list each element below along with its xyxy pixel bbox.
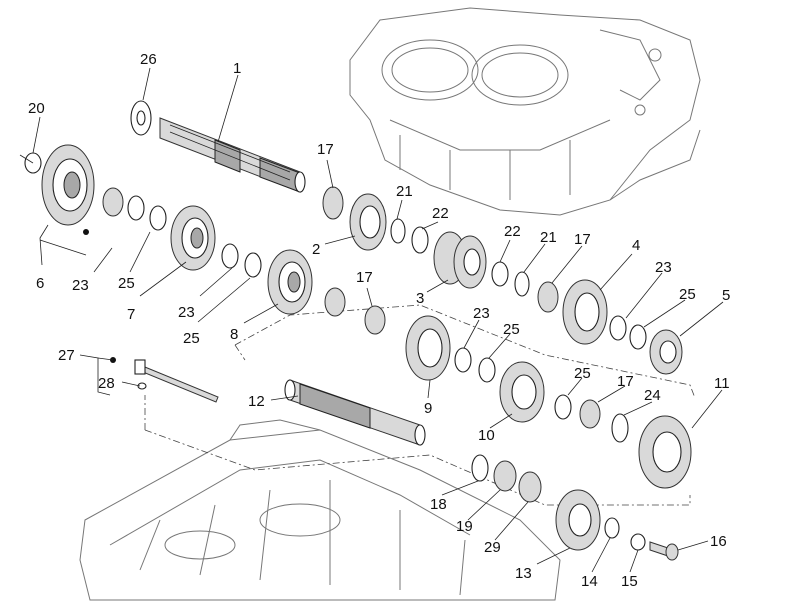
label-27: 27 [58, 347, 75, 364]
label-22-right: 22 [504, 223, 521, 240]
label-16: 16 [710, 533, 727, 550]
gear-10 [499, 361, 545, 423]
gear-5 [649, 329, 683, 375]
washer-22-upper [411, 226, 429, 254]
label-12: 12 [248, 393, 265, 410]
label-29: 29 [484, 539, 501, 556]
label-15: 15 [621, 573, 638, 590]
label-3: 3 [416, 290, 424, 307]
main-shaft-1 [159, 117, 306, 193]
label-25-left: 25 [118, 275, 135, 292]
spacer-19 [493, 460, 517, 492]
washer-22-right [491, 261, 509, 287]
gear-9 [405, 315, 451, 381]
label-8: 8 [230, 326, 238, 343]
bearing-17-mid-a [324, 287, 346, 317]
label-13: 13 [515, 565, 532, 582]
label-17-right: 17 [574, 231, 591, 248]
washer-23-right [609, 315, 627, 341]
washer-23-lower [454, 347, 472, 373]
screw-28 [137, 382, 147, 390]
gear-6 [41, 144, 95, 226]
bearing-17-upper [322, 186, 344, 220]
gear-2 [349, 193, 387, 251]
label-20: 20 [28, 100, 45, 117]
washer-25-right [629, 324, 647, 350]
label-28: 28 [98, 375, 115, 392]
label-17-lower: 17 [617, 373, 634, 390]
label-25-right: 25 [679, 286, 696, 303]
label-21-right: 21 [540, 229, 557, 246]
spacer-29 [518, 471, 542, 503]
bushing-23-left [102, 187, 124, 217]
label-26: 26 [140, 51, 157, 68]
part-labels: 1 2 3 4 5 6 7 8 9 10 11 12 13 14 15 16 1… [28, 51, 730, 590]
label-21-upper: 21 [396, 183, 413, 200]
label-6: 6 [36, 275, 44, 292]
washer-15 [630, 533, 646, 551]
bearing-17-lower [579, 399, 601, 429]
label-7: 7 [127, 306, 135, 323]
label-5: 5 [722, 287, 730, 304]
washer-25-lower-a [478, 357, 496, 383]
gear-7 [170, 205, 216, 271]
label-23-left: 23 [72, 277, 89, 294]
label-18: 18 [430, 496, 447, 513]
bolt-16 [649, 541, 679, 561]
label-10: 10 [478, 427, 495, 444]
bearing-17-right [537, 281, 559, 313]
washer-25-mid [244, 252, 262, 278]
label-25-lower-a: 25 [503, 321, 520, 338]
leader-lines [19, 67, 724, 573]
bearing-17-mid-b [364, 305, 386, 335]
selector-rod-27 [134, 359, 219, 403]
circlip-21-right [514, 271, 530, 297]
circlip-21-upper [390, 218, 406, 244]
label-1: 1 [233, 60, 241, 77]
assembly-outlines [144, 304, 696, 506]
label-25-lower-b: 25 [574, 365, 591, 382]
label-11: 11 [714, 375, 730, 392]
label-4: 4 [632, 237, 640, 254]
label-14: 14 [581, 573, 598, 590]
gear-11 [638, 415, 692, 489]
washer-23-mid [221, 243, 239, 269]
washer-25-lower-b [554, 394, 572, 420]
label-22-upper: 22 [432, 205, 449, 222]
circlip-18 [471, 454, 489, 482]
label-2: 2 [312, 241, 320, 258]
sprocket-13 [555, 489, 601, 551]
label-17-mid: 17 [356, 269, 373, 286]
washer-14 [604, 517, 620, 539]
label-25-mid: 25 [183, 330, 200, 347]
gear-4 [562, 279, 608, 345]
washer-25-left [127, 195, 145, 221]
label-19: 19 [456, 518, 473, 535]
washer-24 [611, 413, 629, 443]
marker-dot-6 [83, 229, 89, 235]
label-23-right: 23 [655, 259, 672, 276]
label-9: 9 [424, 400, 432, 417]
label-24: 24 [644, 387, 661, 404]
label-17-upper: 17 [317, 141, 334, 158]
label-23-mid: 23 [178, 304, 195, 321]
gear-8 [267, 249, 313, 315]
lower-crankcase [79, 419, 561, 601]
label-23-lower: 23 [473, 305, 490, 322]
countershaft-12 [284, 379, 426, 446]
gear-3 [433, 231, 487, 289]
upper-crankcase [349, 7, 701, 216]
